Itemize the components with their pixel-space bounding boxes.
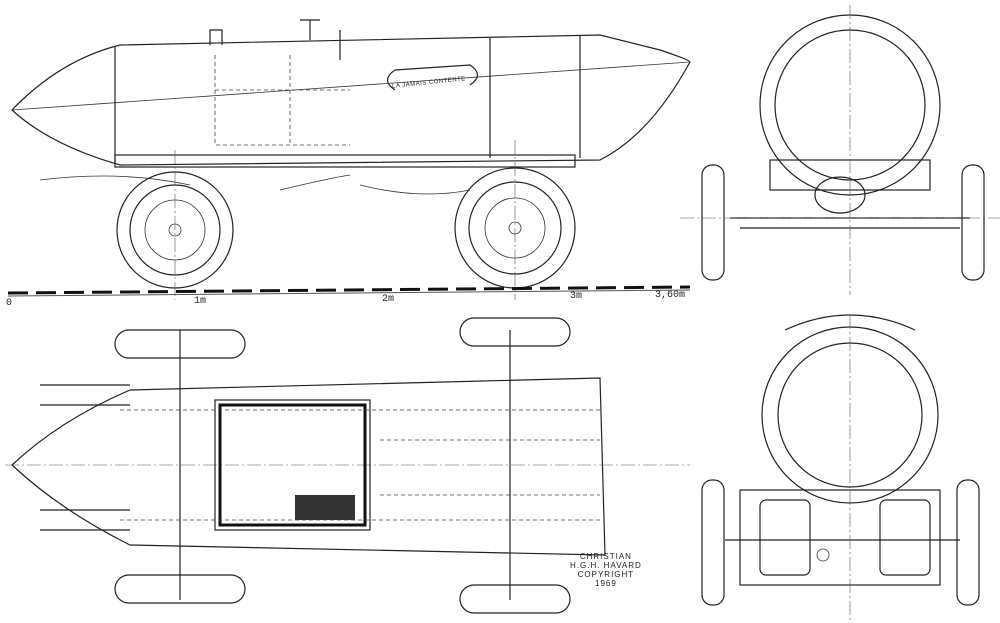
side-view: [11, 19, 691, 300]
credit-line-2: H.G.H. HAVARD: [570, 561, 642, 570]
scale-bar: [7, 285, 691, 297]
credit-line-4: 1969: [595, 579, 617, 588]
rear-view: [701, 314, 980, 620]
author-credit: CHRISTIAN H.G.H. HAVARD COPYRIGHT 1969: [570, 552, 642, 588]
credit-line-3: COPYRIGHT: [577, 570, 635, 579]
front-view: [680, 5, 1000, 295]
top-view: [5, 317, 690, 614]
scale-label-2m: 2m: [382, 294, 395, 305]
scale-label-1m: 1m: [194, 296, 207, 307]
scale-label-0: 0: [6, 298, 13, 309]
scale-label-3-60m: 3,60m: [655, 290, 686, 301]
scale-label-3m: 3m: [570, 291, 583, 302]
credit-line-1: CHRISTIAN: [579, 552, 632, 561]
